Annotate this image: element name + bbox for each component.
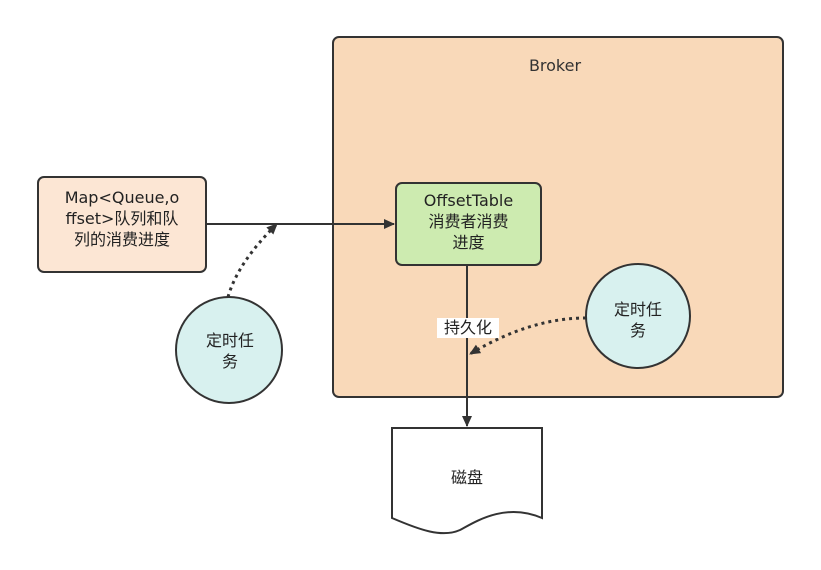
offset-table-node[interactable] [395,182,542,266]
edge-timer-left-dashed[interactable] [226,222,279,298]
map-node-label: Map<Queue,o ffset>队列和队 列的消费进度 [40,187,204,250]
broker-title: Broker [528,56,582,75]
timer-left-label: 定时任 务 [180,330,280,372]
timer-left-line-1: 定时任 [205,331,254,350]
offset-table-line-2: 消费者消费 [428,212,509,231]
timer-right-label: 定时任 务 [586,299,690,341]
timer-right-line-2: 务 [629,321,646,340]
disk-label: 磁盘 [450,468,483,487]
disk-shape[interactable] [391,427,543,535]
offset-table-line-1: OffsetTable [423,191,514,210]
timer-right-circle[interactable] [585,263,691,369]
map-node-line-2: ffset>队列和队 [65,209,179,228]
offset-table-label: OffsetTable 消费者消费 进度 [397,190,540,253]
timer-right-line-1: 定时任 [613,300,662,319]
edge-timer-right-dashed[interactable] [469,316,587,356]
offset-table-line-3: 进度 [452,233,485,252]
map-node-line-3: 列的消费进度 [73,230,170,249]
persist-edge-label: 持久化 [437,318,499,338]
map-node-line-1: Map<Queue,o [64,188,180,207]
timer-left-line-2: 务 [221,352,238,371]
